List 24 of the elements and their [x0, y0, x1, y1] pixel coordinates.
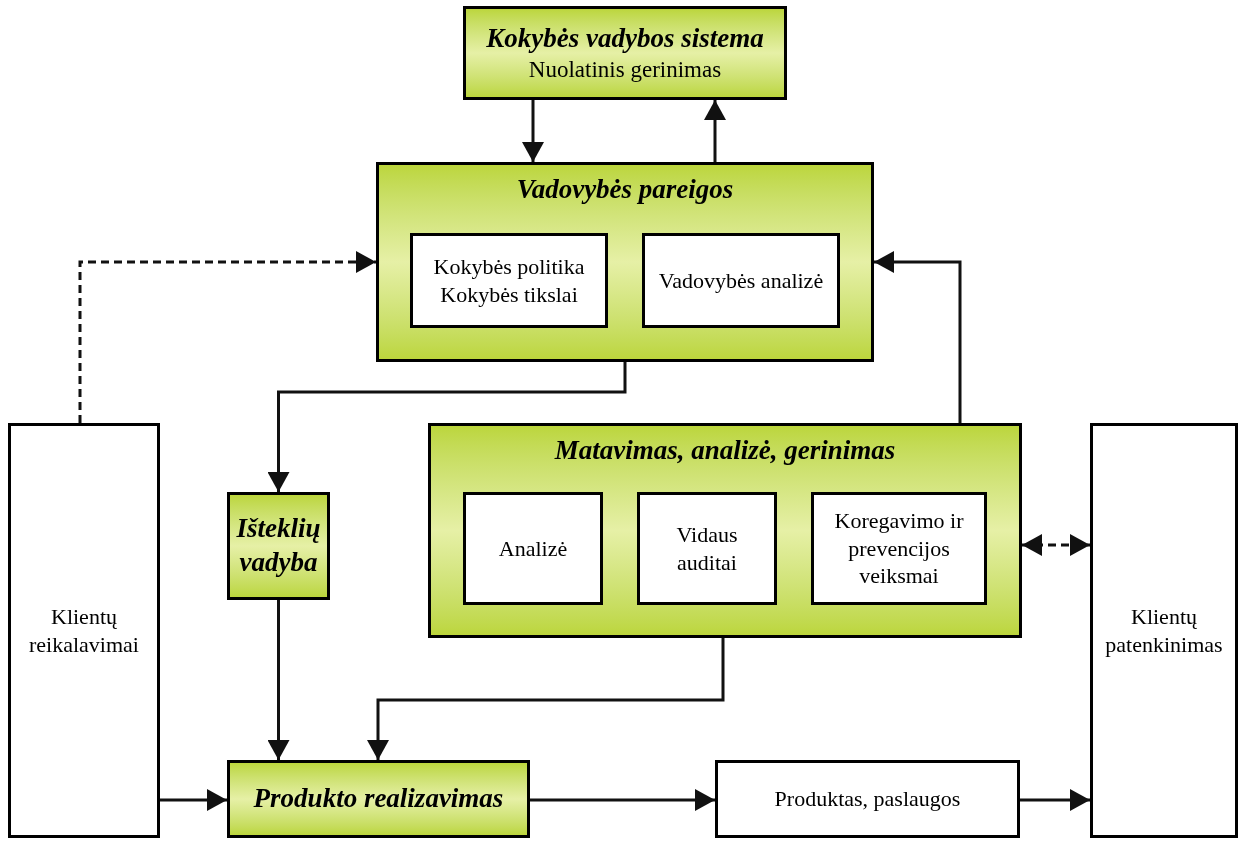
- process-box: Matavimas, analizė, gerinimas Analizė Vidaus auditai Koregavimo ir prevencijos veiksmai: [428, 423, 1022, 638]
- arrow: [704, 100, 726, 162]
- arrow: [267, 600, 290, 760]
- arrow: [78, 251, 376, 423]
- process-box: Vadovybės pareigos Kokybės politika Kokybės tikslai Vadovybės analizė: [376, 162, 874, 362]
- text-box: Analizė: [463, 492, 603, 605]
- arrow: [1020, 789, 1090, 811]
- arrow: [530, 789, 715, 811]
- process-box: Išteklių vadyba: [227, 492, 330, 600]
- text-box: Vadovybės analizė: [642, 233, 840, 328]
- text-box: Vidaus auditai: [637, 492, 777, 605]
- text-box: Klientų patenkinimas: [1090, 423, 1238, 838]
- arrow: [522, 100, 544, 162]
- text-box: Produktas, paslaugos: [715, 760, 1020, 838]
- text-box: Kokybės politika Kokybės tikslai: [410, 233, 608, 328]
- process-box: Kokybės vadybos sistema Nuolatinis gerinimas: [463, 6, 787, 100]
- arrow: [160, 789, 227, 811]
- process-box: Produkto realizavimas: [227, 760, 530, 838]
- arrow: [267, 362, 627, 492]
- arrow: [874, 251, 962, 423]
- text-box: Koregavimo ir prevencijos veiksmai: [811, 492, 987, 605]
- text-box: Klientų reikalavimai: [8, 423, 160, 838]
- arrow: [367, 638, 725, 760]
- arrow: [1022, 534, 1090, 556]
